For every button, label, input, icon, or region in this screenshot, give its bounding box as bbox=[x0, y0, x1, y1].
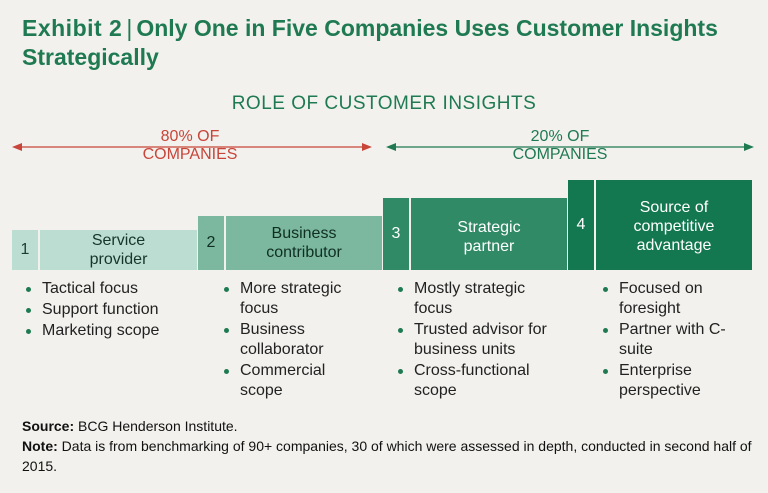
list-item: Focused on foresight bbox=[601, 279, 741, 319]
step-1-label: Service provider bbox=[40, 230, 197, 270]
note-line: Note: Data is from benchmarking of 90+ c… bbox=[22, 438, 752, 474]
step-2-label: Business contributor bbox=[226, 216, 382, 270]
list-item: Mostly strategic focus bbox=[396, 279, 561, 319]
list-item: Partner with C-suite bbox=[601, 320, 741, 360]
list-item: Trusted advisor for business units bbox=[396, 320, 561, 360]
left-share-arrow bbox=[12, 143, 372, 151]
list-item: Marketing scope bbox=[24, 321, 199, 341]
step-2-bullets: More strategic focus Business collaborat… bbox=[222, 279, 372, 402]
step-4-block: 4 Source of competitive advantage bbox=[568, 180, 752, 270]
step-1-bullets: Tactical focus Support function Marketin… bbox=[24, 279, 199, 342]
exhibit-headline: Only One in Five Companies Uses Customer… bbox=[22, 15, 718, 70]
list-item: Support function bbox=[24, 300, 199, 320]
list-item: Commercial scope bbox=[222, 361, 372, 401]
step-2-number: 2 bbox=[198, 216, 224, 270]
list-item: Tactical focus bbox=[24, 279, 199, 299]
title-separator: | bbox=[126, 15, 133, 41]
share-arrows bbox=[12, 143, 754, 151]
share-left-label: 80% OF COMPANIES bbox=[142, 128, 238, 163]
right-share-arrow bbox=[386, 143, 754, 151]
exhibit-title: Exhibit 2|Only One in Five Companies Use… bbox=[22, 14, 752, 72]
share-right-label: 20% OF COMPANIES bbox=[512, 128, 608, 163]
list-item: Enterprise perspective bbox=[601, 361, 741, 401]
source-line: Source: BCG Henderson Institute. bbox=[22, 418, 238, 434]
step-3-number: 3 bbox=[383, 198, 409, 270]
list-item: Cross-functional scope bbox=[396, 361, 561, 401]
step-3-bullets: Mostly strategic focus Trusted advisor f… bbox=[396, 279, 561, 402]
list-item: Business collaborator bbox=[222, 320, 372, 360]
step-2-block: 2 Business contributor bbox=[198, 216, 382, 270]
step-4-number: 4 bbox=[568, 180, 594, 270]
step-1-block: 1 Service provider bbox=[12, 230, 197, 270]
footnotes: Source: BCG Henderson Institute. Note: D… bbox=[22, 416, 752, 476]
exhibit-number: Exhibit 2 bbox=[22, 15, 123, 41]
diagram-heading: ROLE OF CUSTOMER INSIGHTS bbox=[231, 93, 537, 114]
step-1-number: 1 bbox=[12, 230, 38, 270]
step-3-block: 3 Strategic partner bbox=[383, 198, 567, 270]
step-4-bullets: Focused on foresight Partner with C-suit… bbox=[601, 279, 741, 402]
step-4-label: Source of competitive advantage bbox=[596, 180, 752, 270]
step-3-label: Strategic partner bbox=[411, 198, 567, 270]
list-item: More strategic focus bbox=[222, 279, 372, 319]
